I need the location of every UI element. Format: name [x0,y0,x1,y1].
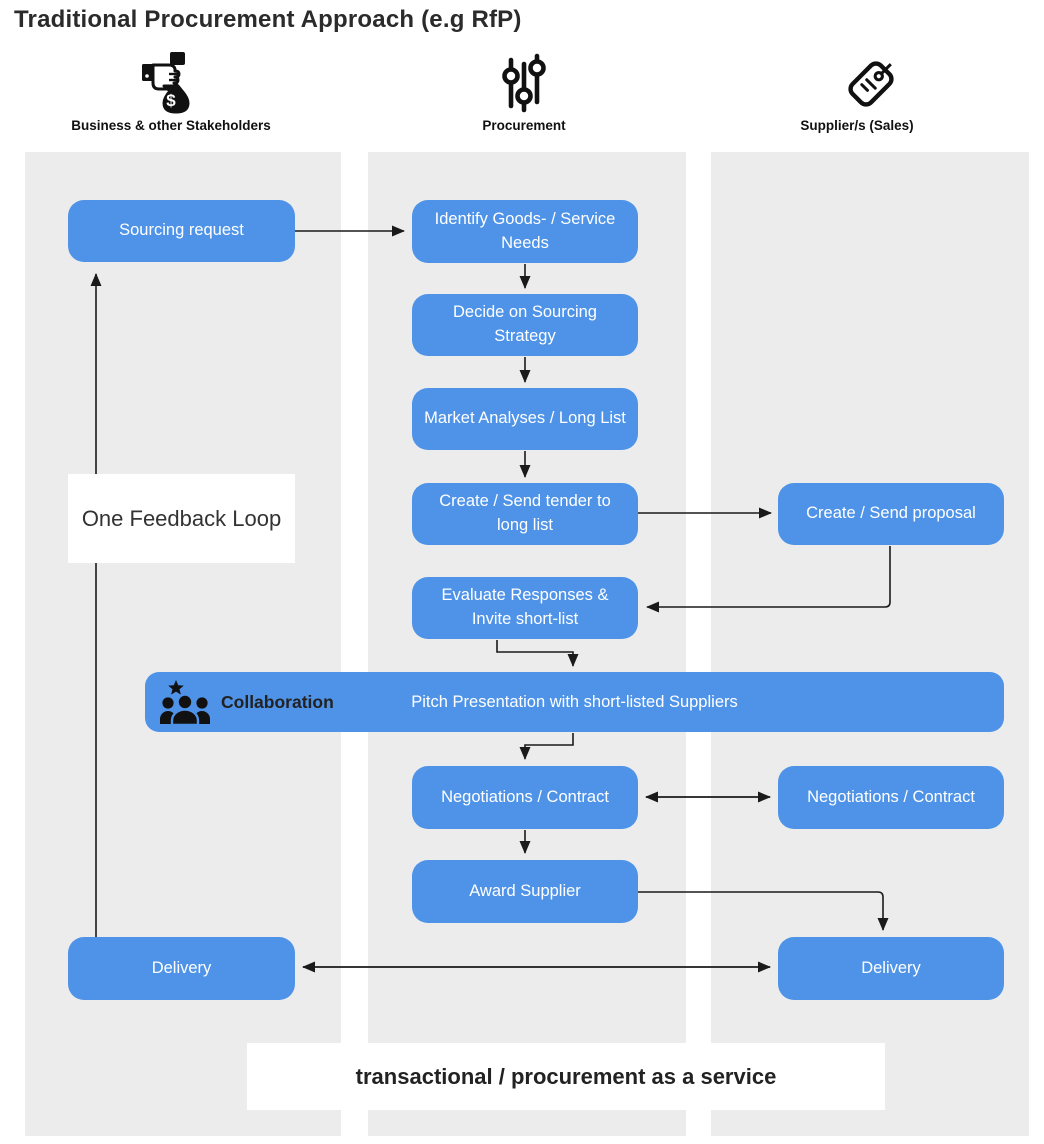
node-sourcing-request: Sourcing request [68,200,295,262]
collaboration-group: Collaboration [159,672,334,732]
node-create-tender: Create / Send tender to long list [412,483,638,545]
node-evaluate-responses: Evaluate Responses & Invite short-list [412,577,638,639]
node-market-analyses: Market Analyses / Long List [412,388,638,450]
lane-label-supplier: Supplier/s (Sales) [800,118,914,133]
node-award-supplier: Award Supplier [412,860,638,923]
node-negotiations-supplier: Negotiations / Contract [778,766,1004,829]
page-title: Traditional Procurement Approach (e.g Rf… [14,6,522,33]
transactional-note: transactional / procurement as a service [247,1043,885,1110]
svg-text:$: $ [166,91,176,110]
price-tag-icon [848,61,894,107]
team-icon [160,680,210,725]
node-negotiations-procurement: Negotiations / Contract [412,766,638,829]
node-delivery-business: Delivery [68,937,295,1000]
node-decide-strategy: Decide on Sourcing Strategy [412,294,638,356]
node-pitch-presentation-bar: Pitch Presentation with short-listed Sup… [145,672,1004,732]
node-create-proposal: Create / Send proposal [778,483,1004,545]
lane-label-procurement: Procurement [482,118,566,133]
node-delivery-supplier: Delivery [778,937,1004,1000]
feedback-loop-note: One Feedback Loop [68,474,295,563]
sliders-icon [502,53,546,113]
money-bag-icon: $ [142,52,190,114]
node-identify-needs: Identify Goods- / Service Needs [412,200,638,263]
collaboration-label: Collaboration [221,691,334,712]
lane-label-business: Business & other Stakeholders [71,118,271,133]
pitch-presentation-label: Pitch Presentation with short-listed Sup… [411,692,738,711]
